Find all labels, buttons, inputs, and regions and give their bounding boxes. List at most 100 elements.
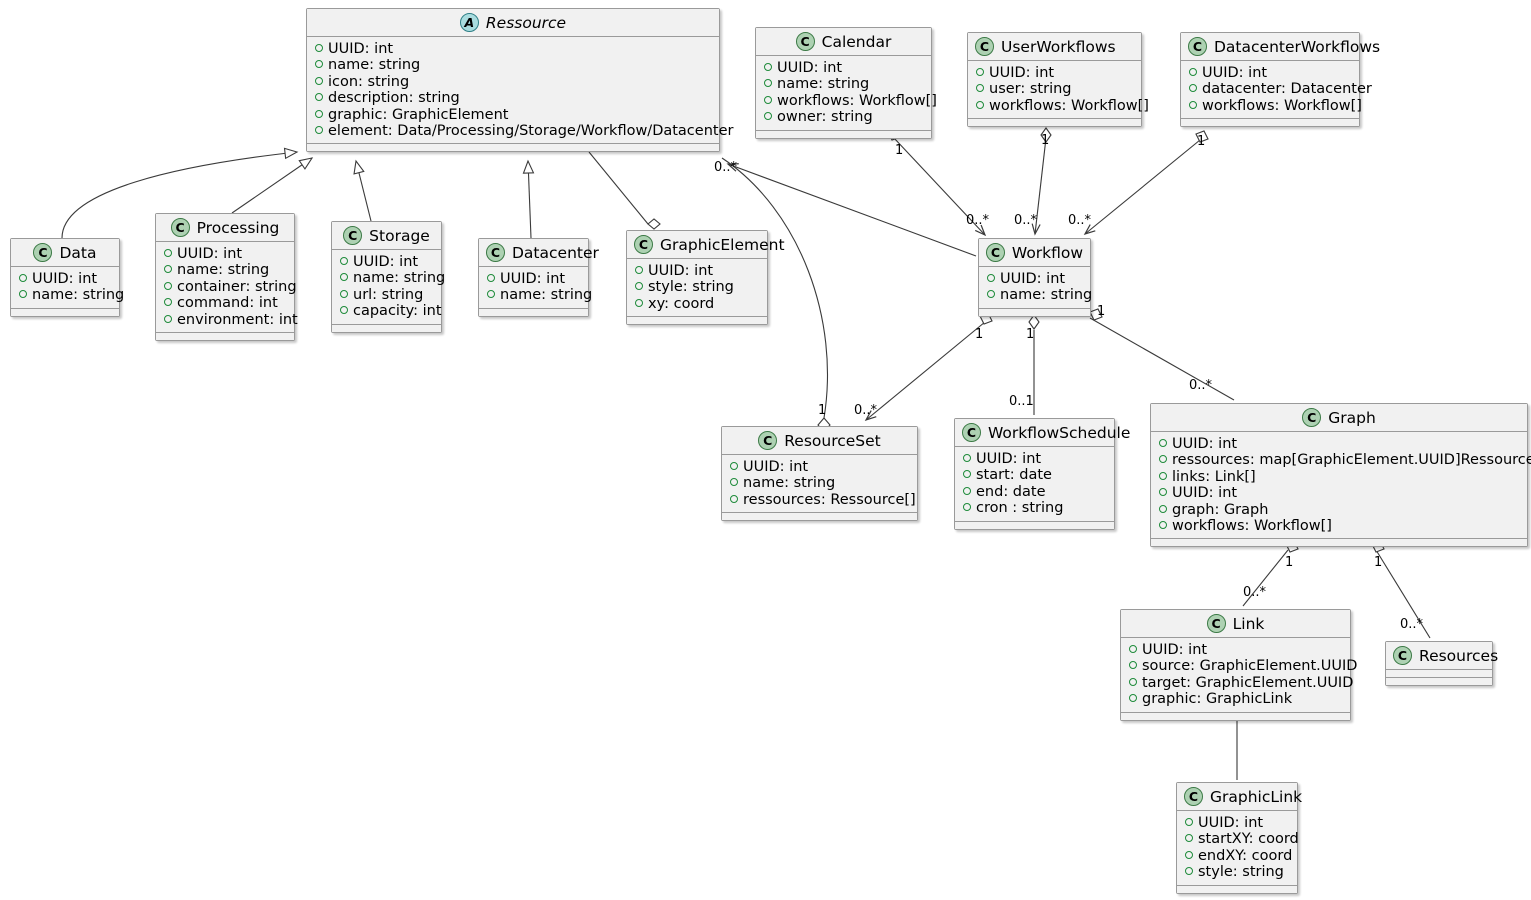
attribute-row: icon: string — [315, 74, 713, 90]
multiplicity-label: 0..* — [1068, 213, 1092, 228]
visibility-public-icon — [976, 84, 984, 93]
attribute-row: startXY: coord — [1185, 831, 1299, 847]
class-badge-icon: C — [33, 243, 53, 262]
attribute-label: start: date — [976, 467, 1052, 484]
visibility-public-icon — [164, 249, 172, 257]
attribute-label: end: date — [976, 483, 1046, 500]
class-name-ressource: Ressource — [485, 13, 567, 32]
attribute-row: name: string — [730, 475, 911, 491]
attribute-row: url: string — [340, 287, 435, 303]
multiplicity-label: 1 — [1374, 555, 1383, 570]
attribute-row: UUID: int — [730, 459, 911, 475]
attribute-label: name: string — [500, 287, 593, 304]
class-name-resources: Resources — [1419, 646, 1499, 665]
attribute-row: xy: coord — [635, 296, 761, 312]
attribute-row: UUID: int — [1185, 815, 1291, 831]
class-name-workflow: Workflow — [1011, 243, 1084, 262]
visibility-public-icon — [340, 306, 348, 315]
attribute-label: UUID: int — [1172, 485, 1238, 502]
visibility-public-icon — [164, 314, 172, 323]
visibility-public-icon — [1159, 439, 1167, 447]
attribute-label: ressources: Ressource[] — [743, 491, 916, 508]
class-badge-icon: C — [758, 431, 778, 450]
visibility-public-icon — [987, 274, 995, 282]
attribute-label: UUID: int — [989, 65, 1055, 81]
attribute-row: environment: int — [164, 312, 298, 328]
visibility-public-icon — [730, 478, 738, 487]
visibility-public-icon — [963, 486, 971, 495]
visibility-public-icon — [987, 290, 995, 299]
multiplicity-label: 1 — [975, 327, 984, 342]
visibility-public-icon — [19, 274, 27, 282]
attribute-row: element: Data/Processing/Storage/Workflo… — [315, 123, 733, 139]
visibility-public-icon — [976, 68, 984, 76]
visibility-public-icon — [1185, 867, 1193, 876]
attribute-label: workflows: Workflow[] — [1202, 97, 1362, 114]
visibility-public-icon — [1185, 834, 1193, 843]
attribute-label: UUID: int — [1202, 65, 1268, 81]
visibility-public-icon — [315, 126, 323, 135]
attribute-label: UUID: int — [1172, 436, 1238, 452]
visibility-public-icon — [1185, 818, 1193, 826]
visibility-public-icon — [1189, 84, 1197, 93]
class-badge-icon: C — [1206, 614, 1226, 633]
visibility-public-icon — [19, 290, 27, 299]
class-name-processing: Processing — [196, 218, 280, 237]
visibility-public-icon — [1159, 521, 1167, 530]
attribute-row: description: string — [315, 90, 713, 106]
class-name-datacenter: Datacenter — [512, 243, 599, 262]
visibility-public-icon — [635, 266, 643, 274]
visibility-public-icon — [315, 109, 323, 118]
attribute-label: startXY: coord — [1198, 831, 1299, 848]
multiplicity-label: 1 — [818, 403, 827, 418]
visibility-public-icon — [764, 63, 772, 71]
class-methods-graphiclink — [1177, 885, 1297, 893]
visibility-public-icon — [1129, 677, 1137, 686]
attribute-row: UUID: int — [963, 451, 1108, 467]
multiplicity-label: 1 — [1026, 327, 1035, 342]
class-methods-link — [1121, 712, 1350, 720]
attribute-label: style: string — [1198, 864, 1284, 881]
visibility-public-icon — [963, 503, 971, 512]
attribute-row: UUID: int — [340, 254, 435, 270]
class-methods-ressource — [307, 144, 719, 152]
visibility-public-icon — [635, 298, 643, 307]
attribute-row: name: string — [19, 287, 124, 303]
class-methods-workflow — [979, 308, 1090, 316]
attribute-label: graphic: GraphicElement — [328, 106, 509, 123]
class-name-datacenterworkflows: DatacenterWorkflows — [1214, 37, 1381, 56]
class-attributes-resources — [1386, 670, 1492, 678]
attribute-label: container: string — [177, 278, 297, 295]
visibility-public-icon — [1159, 455, 1167, 464]
visibility-public-icon — [1129, 661, 1137, 670]
attribute-row: end: date — [963, 484, 1108, 500]
attribute-row: UUID: int — [315, 41, 713, 57]
multiplicity-label: 0..* — [1400, 617, 1424, 632]
